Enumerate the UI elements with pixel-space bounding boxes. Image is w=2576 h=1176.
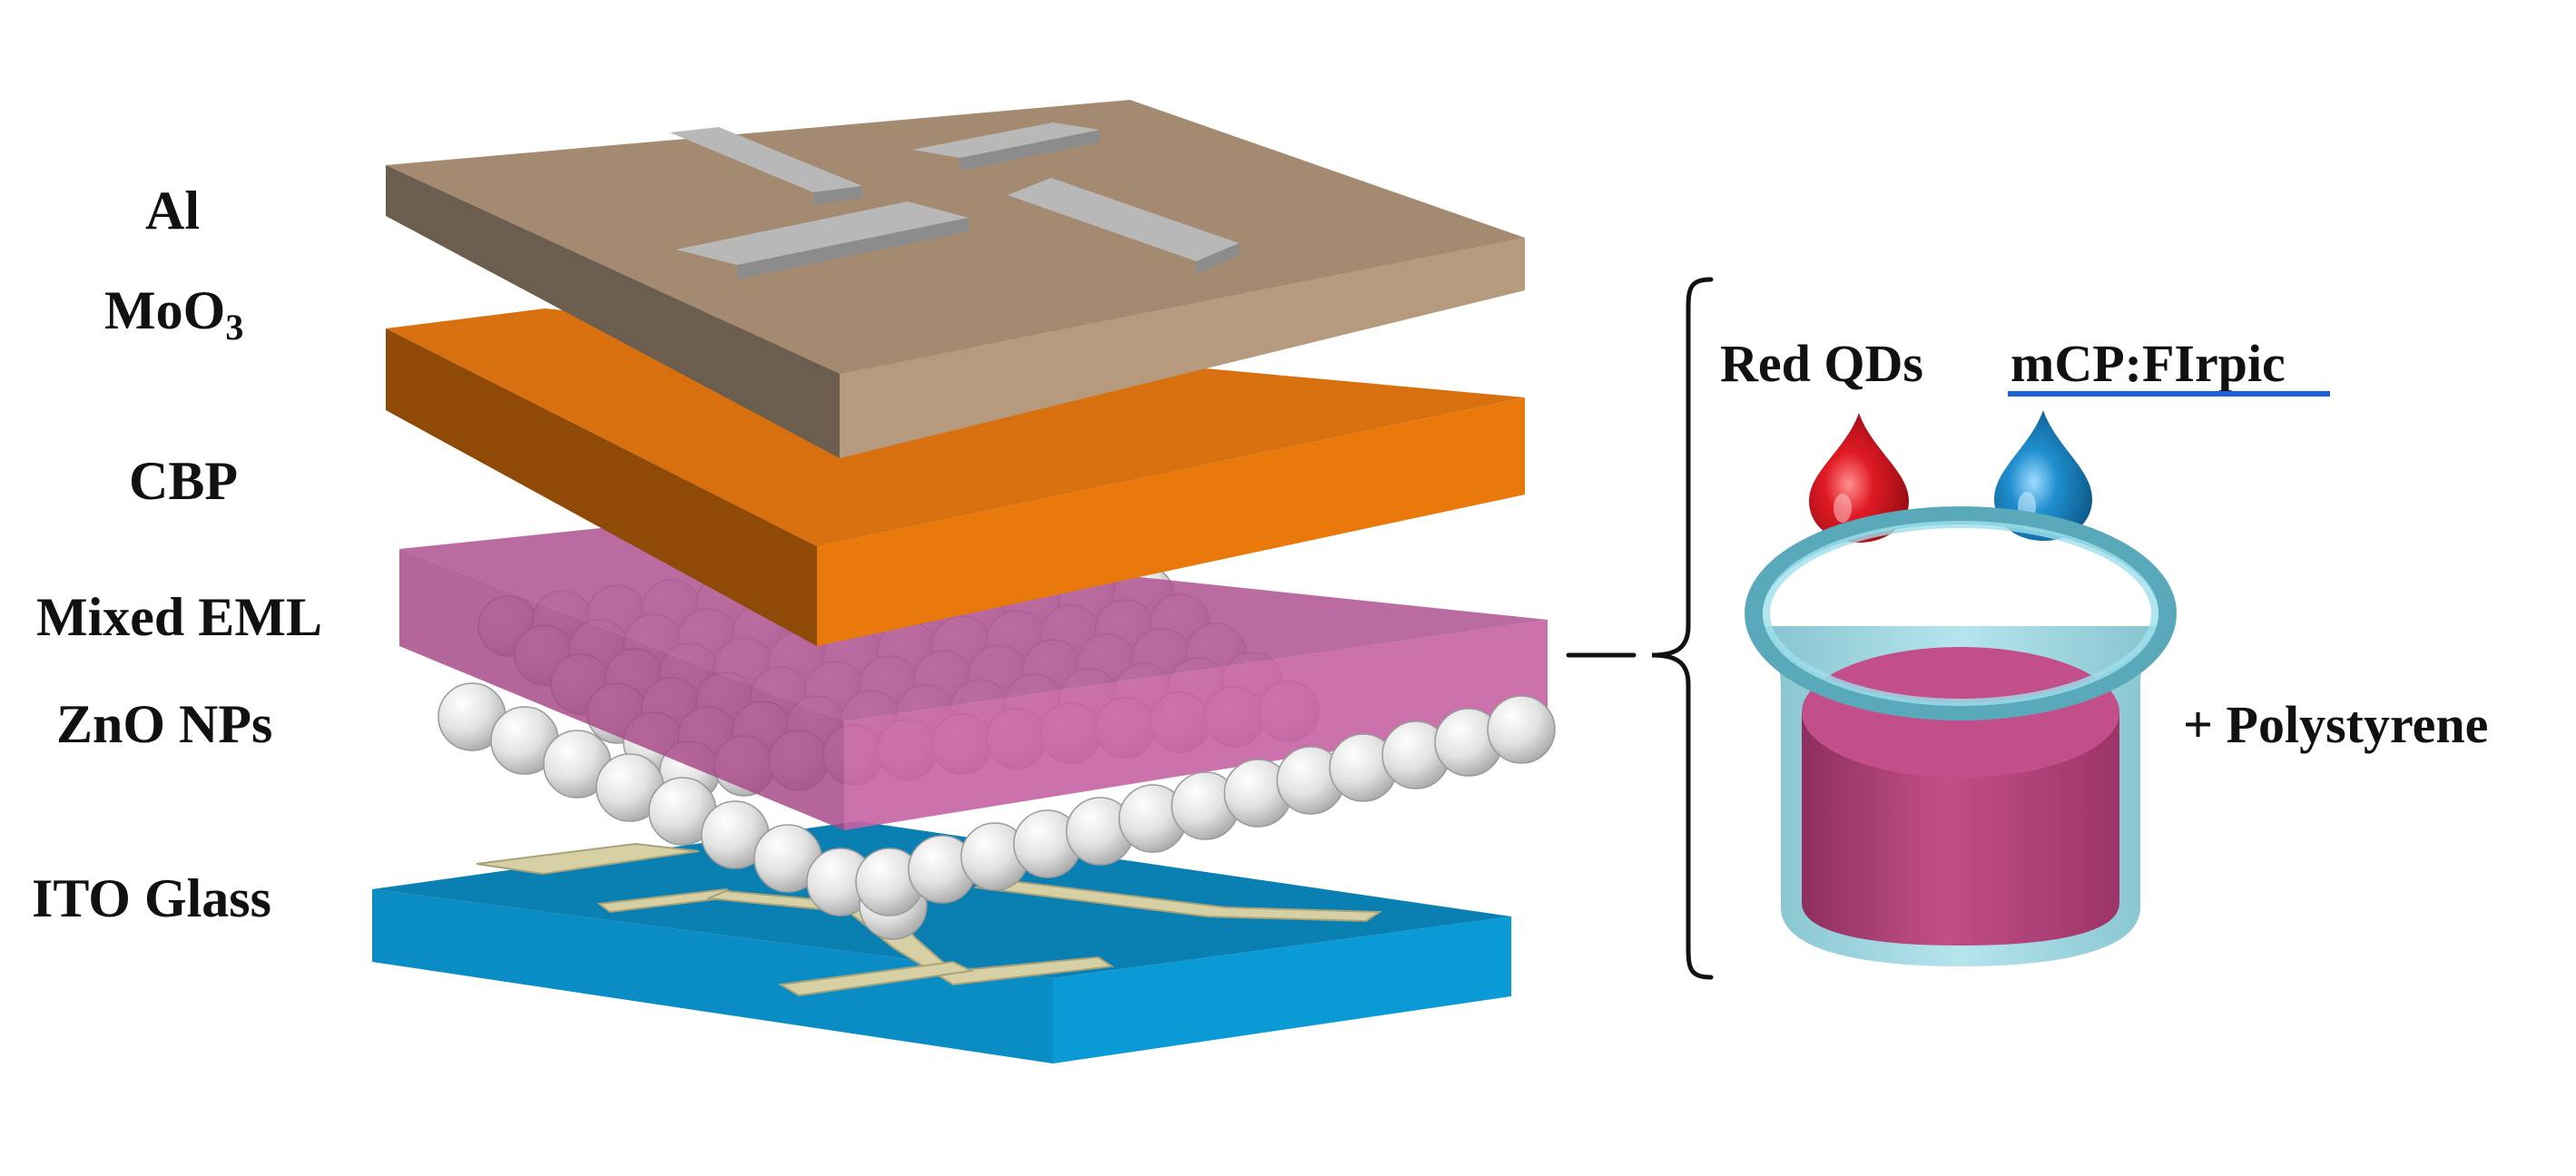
layer-labels: Al MoO3 CBP Mixed EML ZnO NPs ITO Glass <box>32 181 322 928</box>
label-mixed-eml: Mixed EML <box>36 587 322 647</box>
host-label-underline <box>2008 391 2330 397</box>
al-top-face <box>386 100 1525 374</box>
al-electrode-pads <box>670 122 1239 279</box>
label-cbp: CBP <box>129 451 238 511</box>
solution-components: Red QDs mCP:FIrpic + Polystyrene <box>1720 334 2488 966</box>
moo3-front-face <box>386 328 817 646</box>
eml-brace-connector <box>1566 277 1714 980</box>
label-polystyrene: + Polystyrene <box>2183 695 2488 754</box>
label-host-mcp-firpic: mCP:FIrpic <box>2011 334 2286 393</box>
beaker-icon <box>1745 506 2177 966</box>
al-right-face <box>840 238 1525 458</box>
ito-front-face <box>372 889 1053 1063</box>
zno-nanoparticle <box>1487 695 1556 764</box>
zno-nanoparticles-front <box>438 682 1556 940</box>
ito-electrode-pattern <box>476 842 1383 997</box>
beaker-liquid <box>1802 712 2119 946</box>
moo3-right-face <box>817 397 1525 646</box>
eml-right-face <box>844 620 1548 830</box>
ito-right-face <box>1053 916 1511 1063</box>
beaker-rim-outer <box>1745 506 2177 720</box>
curly-brace <box>1651 277 1714 980</box>
al-front-face <box>386 165 840 458</box>
label-moo3: MoO3 <box>104 280 243 348</box>
label-red-qds: Red QDs <box>1720 334 1923 393</box>
eml-front-face <box>399 549 844 830</box>
label-al: Al <box>145 181 200 240</box>
al-layer <box>386 100 1525 458</box>
red-qd-droplet <box>1809 413 1909 543</box>
label-zno-nps: ZnO NPs <box>56 694 272 754</box>
label-ito-glass: ITO Glass <box>32 868 271 928</box>
beaker-rim-inner <box>1763 521 2158 706</box>
